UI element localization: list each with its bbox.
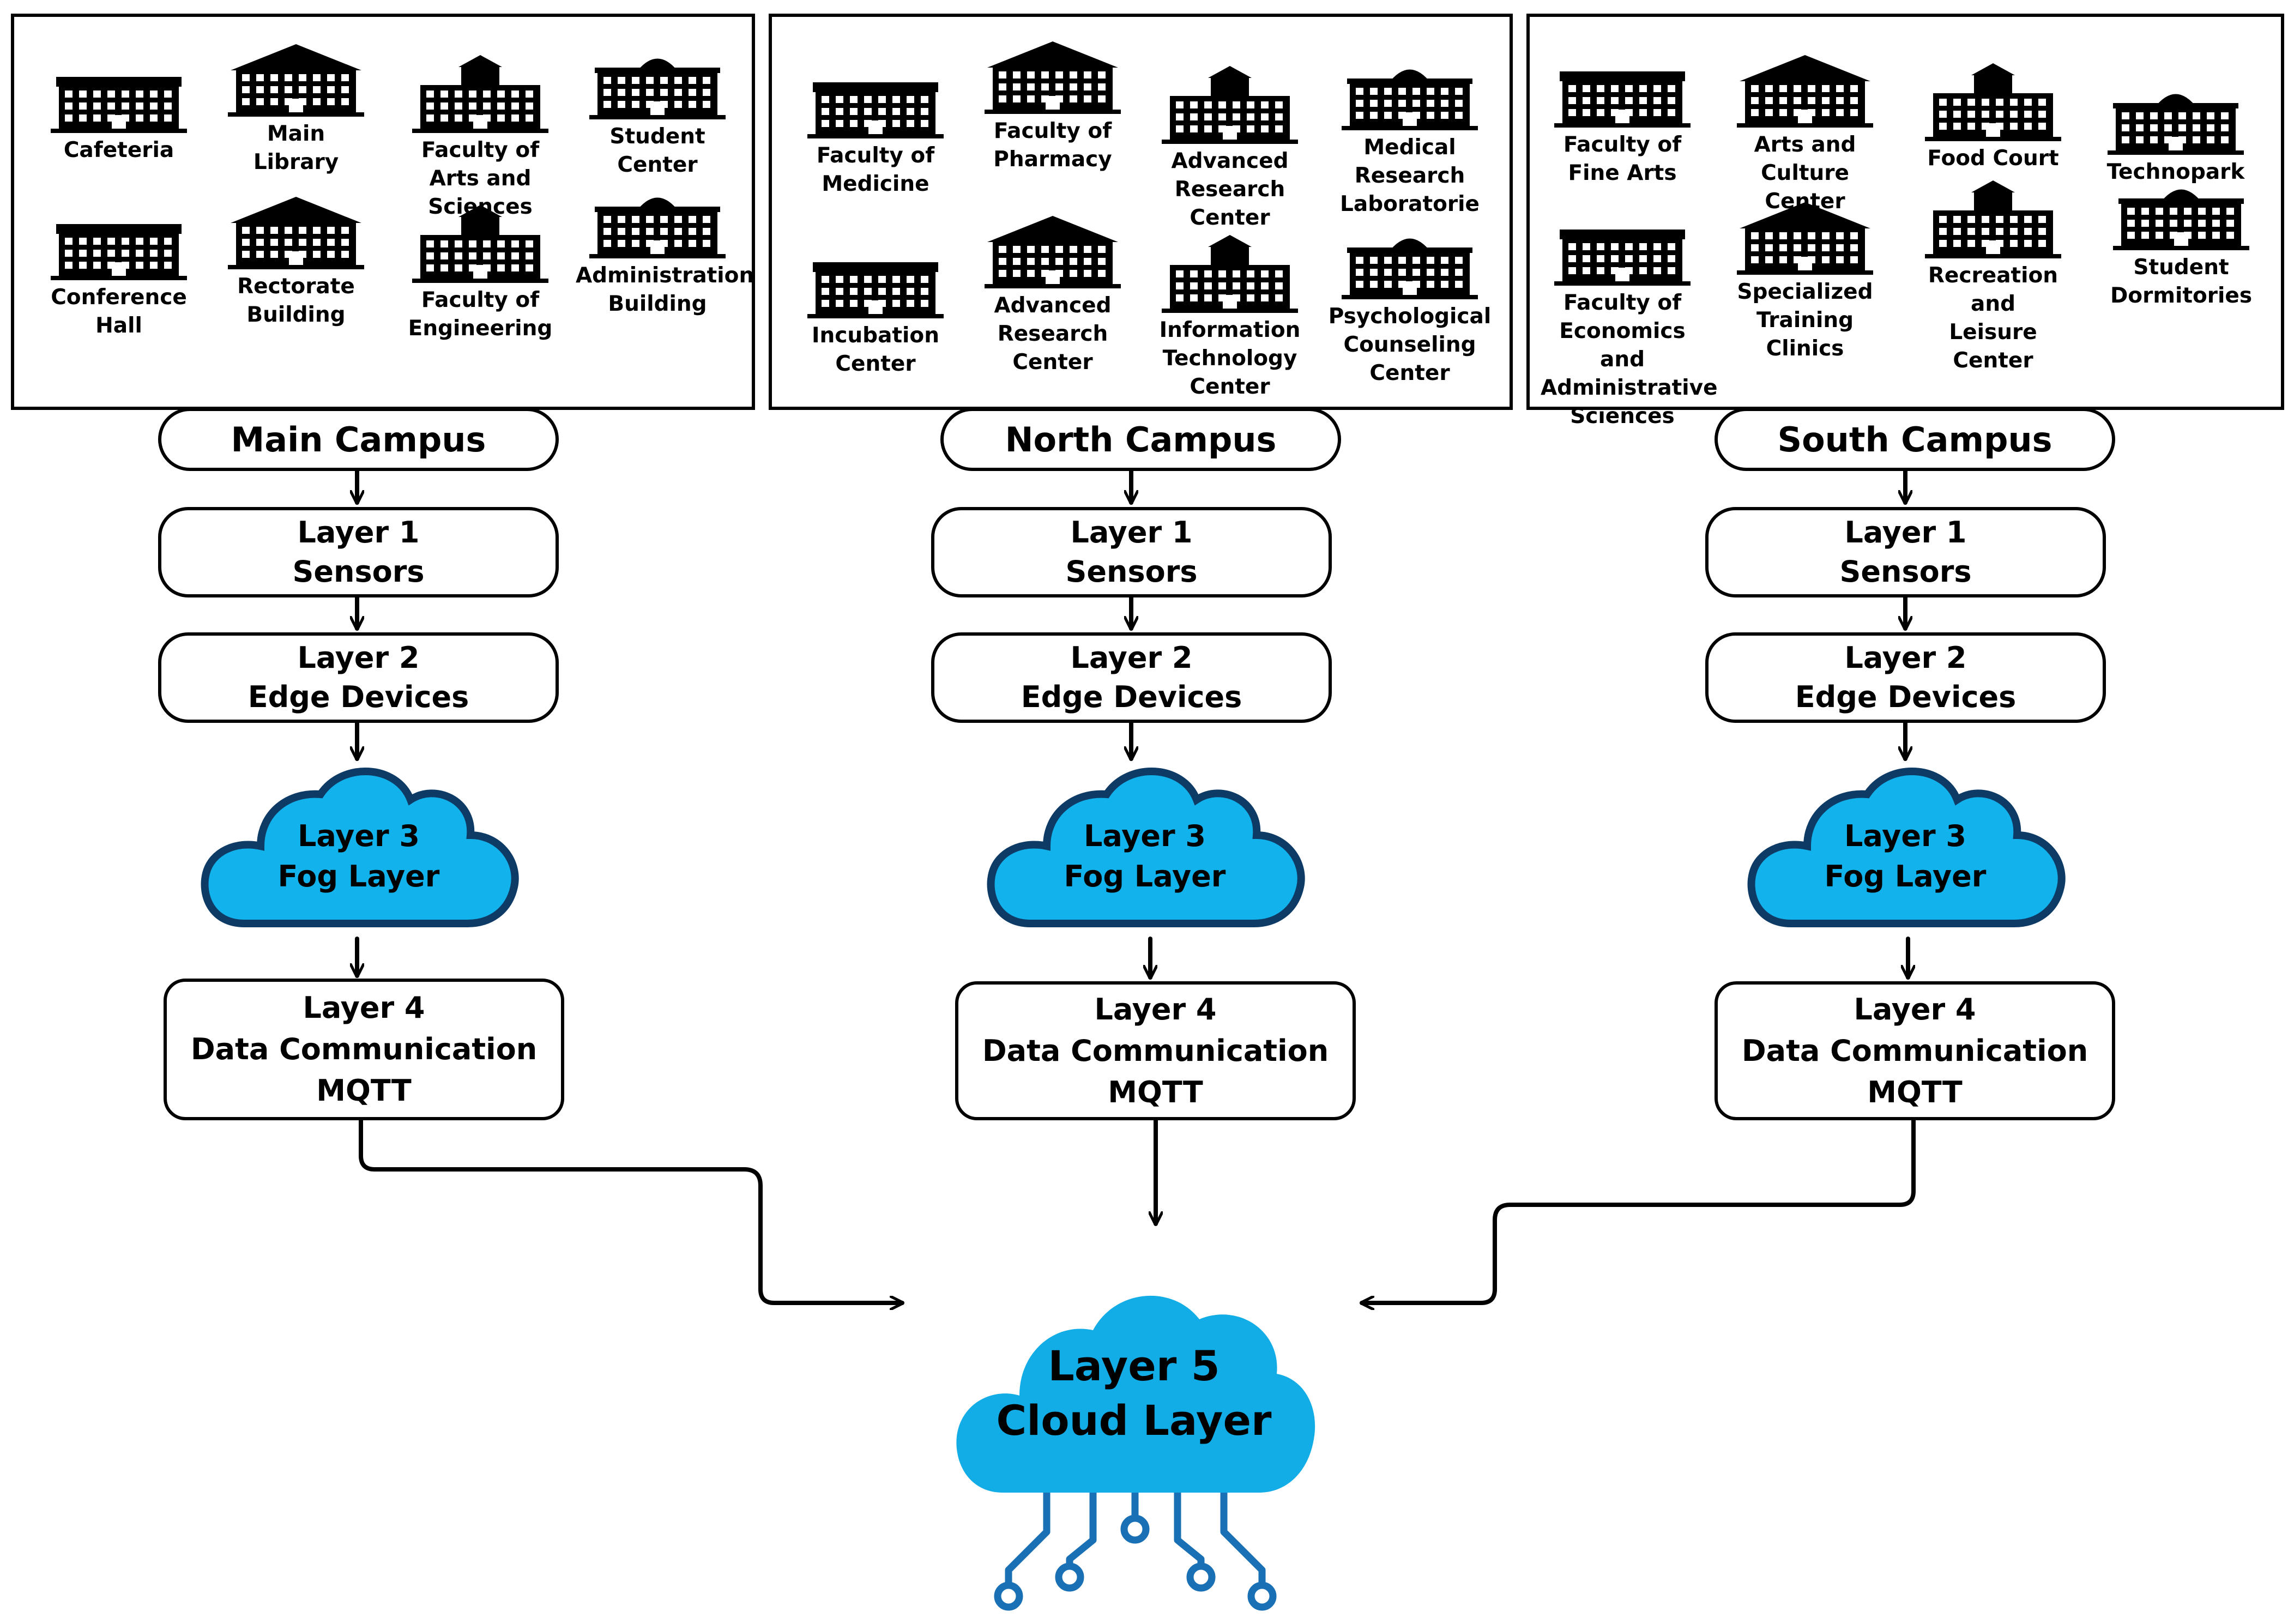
building-advanced-research-1: Advanced Research Center [1148,66,1312,232]
library-building-icon [214,39,378,120]
south-layer3-fog-cloud: Layer 3 Fog Layer [1742,764,2069,939]
building-training-clinics: Specialized Training Clinics [1723,197,1887,363]
building-faculty-economics: Faculty of Economics and Administrative … [1541,208,1718,431]
main-campus-buildings-box: Cafeteria Main Library Faculty of Arts a… [11,14,755,410]
counseling-building-icon [1328,221,1492,303]
building-it-center: Information Technology Center [1148,235,1312,401]
fine-arts-building-icon [1541,50,1704,131]
north-layer2-edge-devices: Layer 2 Edge Devices [931,632,1332,723]
building-incubation-center: Incubation Center [794,240,957,378]
arrow-south-to-cloud [1360,1118,1916,1303]
north-layer4-data-communication: Layer 4 Data Communication MQTT [955,981,1356,1120]
food-court-building-icon [1911,63,2075,144]
research-center-building-icon [971,210,1134,292]
main-layer3-fog-cloud: Layer 3 Fog Layer [195,764,522,939]
it-center-building-icon [1148,235,1312,316]
laboratory-building-icon [1328,52,1492,134]
building-arts-culture-center: Arts and Culture Center [1723,50,1887,216]
engineering-building-icon [399,205,562,286]
building-rectorate: Rectorate Building [214,191,378,329]
layer5-title: Layer 5 [1048,1342,1220,1390]
layer5-subtitle: Cloud Layer [996,1396,1272,1445]
building-student-dormitories: Student Dormitories [2099,172,2263,310]
fog-cloud-icon [987,768,1305,927]
conference-hall-building-icon [37,202,201,283]
building-recreation-center: Recreation and Leisure Center [1911,180,2075,375]
rectorate-building-icon [214,191,378,273]
building-student-center: Student Center [576,41,739,179]
building-counseling-center: Psychological Counseling Center [1328,221,1492,388]
building-main-library: Main Library [214,39,378,177]
south-campus-buildings-box: Faculty of Fine Arts Arts and Culture Ce… [1526,14,2284,428]
building-faculty-engineering: Faculty of Engineering [399,205,562,343]
technopark-building-icon [2094,77,2257,158]
building-cafeteria: Cafeteria [37,55,201,165]
dormitories-building-icon [2099,172,2263,253]
main-layer2-edge-devices: Layer 2 Edge Devices [158,632,559,723]
building-technopark: Technopark [2094,77,2257,186]
fog-cloud-icon [201,768,519,927]
building-conference-hall: Conference Hall [37,202,201,340]
building-faculty-fine-arts: Faculty of Fine Arts [1541,50,1704,188]
pharmacy-building-icon [971,36,1134,117]
main-layer1-sensors: Layer 1 Sensors [158,507,559,597]
building-medical-research-lab: Medical Research Laboratorie [1328,52,1492,219]
economics-building-icon [1541,208,1704,289]
building-faculty-medicine: Faculty of Medicine [794,61,957,198]
building-faculty-arts-sciences: Faculty of Arts and Sciences [399,55,562,221]
medicine-building-icon [794,61,957,142]
recreation-building-icon [1911,180,2075,262]
administration-building-icon [576,180,739,262]
layer5-cloud: Layer 5 Cloud Layer [943,1265,1325,1619]
incubation-building-icon [794,240,957,322]
main-campus-label: Main Campus [158,408,559,471]
north-layer1-sensors: Layer 1 Sensors [931,507,1332,597]
building-advanced-research-2: Advanced Research Center [971,210,1134,377]
cafeteria-building-icon [37,55,201,136]
south-layer2-edge-devices: Layer 2 Edge Devices [1705,632,2106,723]
building-food-court: Food Court [1911,63,2075,173]
north-layer3-fog-cloud: Layer 3 Fog Layer [981,764,1308,939]
building-administration: Administration Building [576,180,754,318]
building-faculty-pharmacy: Faculty of Pharmacy [971,36,1134,174]
south-layer1-sensors: Layer 1 Sensors [1705,507,2106,597]
north-campus-label: North Campus [940,408,1341,471]
cloud-computing-icon [956,1295,1315,1611]
faculty-building-icon [399,55,562,136]
clinics-building-icon [1723,197,1887,278]
arrow-main-to-cloud [359,1118,904,1303]
culture-center-building-icon [1723,50,1887,131]
south-layer4-data-communication: Layer 4 Data Communication MQTT [1715,981,2115,1120]
main-layer4-data-communication: Layer 4 Data Communication MQTT [164,979,564,1120]
research-building-icon [1148,66,1312,147]
fog-cloud-icon [1747,768,2066,927]
student-center-building-icon [576,41,739,123]
south-campus-label: South Campus [1715,408,2115,471]
